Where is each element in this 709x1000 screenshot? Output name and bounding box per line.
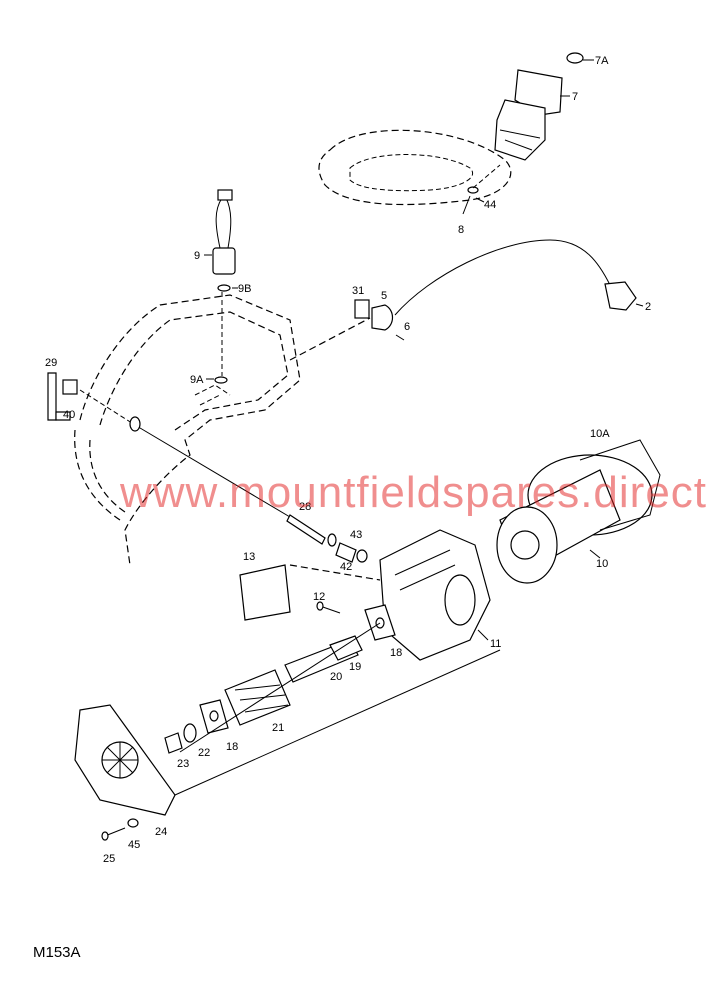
callout-40: 40 [63,409,75,421]
callout-44: 44 [484,199,496,211]
screw-part-12 [316,601,341,614]
o-ring-part-22 [183,723,197,743]
handle-outline [318,129,512,206]
screw-part-25 [101,818,139,841]
bushing-part-23 [164,732,183,754]
clip-part-40 [62,379,78,395]
callout-19: 19 [349,661,361,673]
callout-25: 25 [103,853,115,865]
callout-9A: 9A [190,374,204,386]
power-cable-part-2 [394,239,637,316]
frame-outline [74,294,301,566]
callout-8: 8 [458,224,464,236]
callout-12: 12 [313,591,325,603]
screw-part-8 [462,164,501,215]
callout-22: 22 [198,747,210,759]
motor-part-10 [496,439,661,584]
callout-31: 31 [352,285,364,297]
spring-part-42 [327,533,368,563]
callout-18-lower: 18 [226,741,238,753]
callout-43: 43 [350,529,362,541]
callout-7A: 7A [595,55,609,67]
capacitor-part-9 [212,189,236,384]
callout-11: 11 [490,638,501,650]
pump-housing-part-11 [379,529,491,661]
callout-10A: 10A [590,428,610,440]
tie-rod-part-28 [129,416,326,545]
seal-part-18-lower [199,699,229,734]
watermark: www.mountfieldspares.direct [120,468,708,517]
callout-45: 45 [128,839,140,851]
switch-housing-part-7 [494,52,584,161]
hex-key-part-29 [47,372,71,421]
callout-23: 23 [177,758,189,770]
callout-6: 6 [404,321,410,333]
callout-24: 24 [155,826,167,838]
callout-10: 10 [596,558,608,570]
callout-9: 9 [194,250,200,262]
impeller-part-21 [224,669,291,726]
callout-29: 29 [45,357,57,369]
callout-28: 28 [299,501,311,513]
callout-20: 20 [330,671,342,683]
reference-code: M153A [33,944,81,961]
pump-cover-part-24 [74,704,176,816]
seal-part-18 [364,604,396,641]
callout-5: 5 [381,290,387,302]
callout-2: 2 [645,301,651,313]
callout-7: 7 [572,91,578,103]
cable-clamp-part-5 [354,299,405,341]
callout-42: 42 [340,561,352,573]
callout-9B: 9B [238,283,251,295]
callout-18-upper: 18 [390,647,402,659]
filter-pad-part-13 [239,564,291,621]
callout-13: 13 [243,551,255,563]
callout-21: 21 [272,722,284,734]
